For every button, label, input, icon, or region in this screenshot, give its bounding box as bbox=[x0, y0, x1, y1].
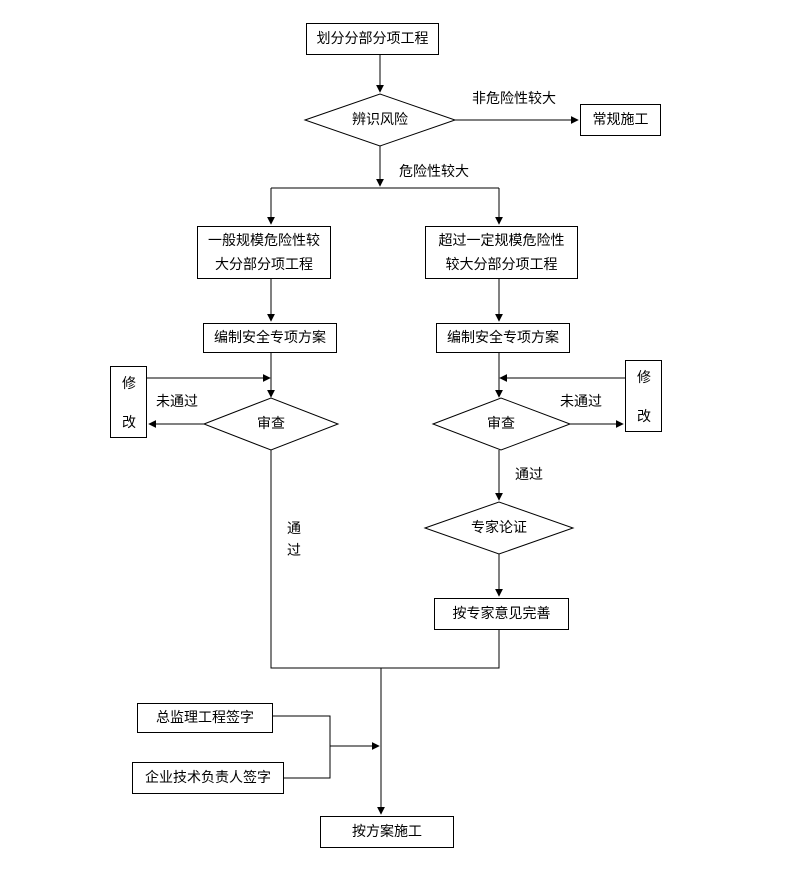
fail-left-label: 未通过 bbox=[156, 394, 198, 410]
modify-left-box: 修 改 bbox=[110, 366, 147, 438]
connector bbox=[270, 450, 500, 669]
over-scale-box: 超过一定规模危险性 较大分部分项工程 bbox=[425, 226, 578, 279]
review-left-diamond bbox=[202, 397, 340, 451]
plan-left-box: 编制安全专项方案 bbox=[203, 323, 337, 353]
identify-risk-label: 辨识风险 bbox=[352, 112, 408, 128]
modify-left-char: 修 bbox=[122, 376, 136, 392]
general-scale-box: 一般规模危险性较 大分部分项工程 bbox=[197, 226, 331, 279]
dangerous-label: 危险性较大 bbox=[399, 164, 469, 180]
review-right-label: 审查 bbox=[487, 416, 515, 432]
pass-right-label: 通过 bbox=[515, 467, 543, 483]
tech-sign-box: 企业技术负责人签字 bbox=[132, 762, 284, 794]
expert-review-label: 专家论证 bbox=[471, 519, 527, 536]
modify-right-char: 修 bbox=[637, 370, 651, 386]
fail-right-label: 未通过 bbox=[560, 394, 602, 410]
review-left-label: 审查 bbox=[257, 416, 285, 432]
pass-left-char: 过 bbox=[287, 543, 301, 559]
improve-box: 按专家意见完善 bbox=[434, 598, 569, 630]
normal-construction-box: 常规施工 bbox=[580, 104, 661, 136]
expert-review-diamond bbox=[423, 501, 575, 555]
execute-plan-box: 按方案施工 bbox=[320, 816, 454, 848]
review-right-diamond bbox=[431, 397, 572, 451]
modify-left-char: 改 bbox=[122, 415, 136, 431]
supervisor-sign-box: 总监理工程签字 bbox=[137, 703, 273, 733]
not-dangerous-label: 非危险性较大 bbox=[472, 91, 556, 107]
modify-right-box: 修 改 bbox=[625, 360, 662, 432]
connector bbox=[273, 715, 331, 779]
divide-subprojects-box: 划分分部分项工程 bbox=[306, 23, 439, 55]
modify-right-char: 改 bbox=[637, 409, 651, 425]
identify-risk-diamond bbox=[303, 93, 457, 147]
pass-left-char: 通 bbox=[287, 521, 301, 537]
plan-right-box: 编制安全专项方案 bbox=[436, 323, 570, 353]
